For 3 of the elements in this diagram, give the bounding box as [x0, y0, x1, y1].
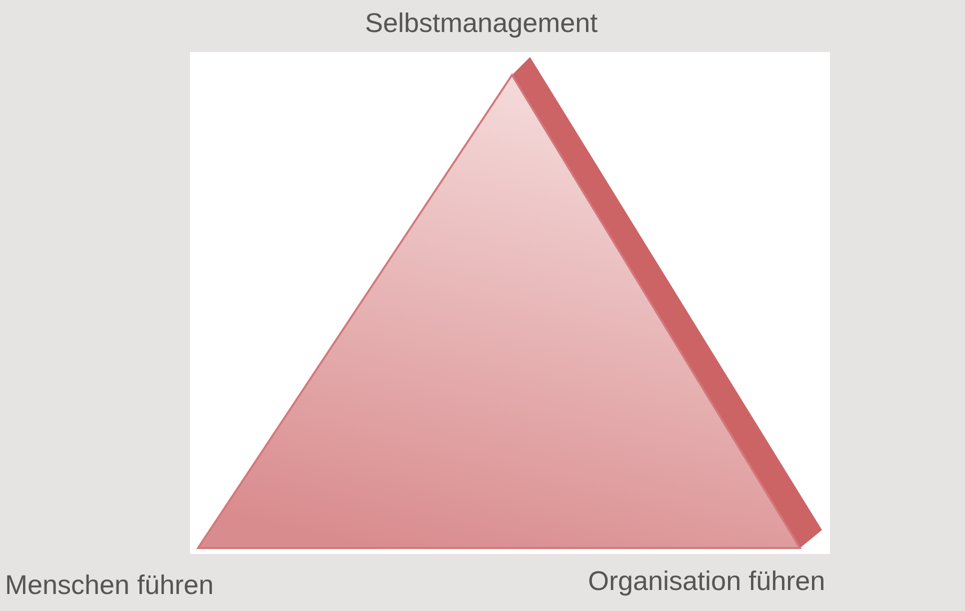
corner-label: Organisation führen: [588, 568, 826, 595]
corner-label: Selbstmanagement: [365, 10, 598, 37]
corner-label: Menschen führen: [5, 572, 214, 599]
